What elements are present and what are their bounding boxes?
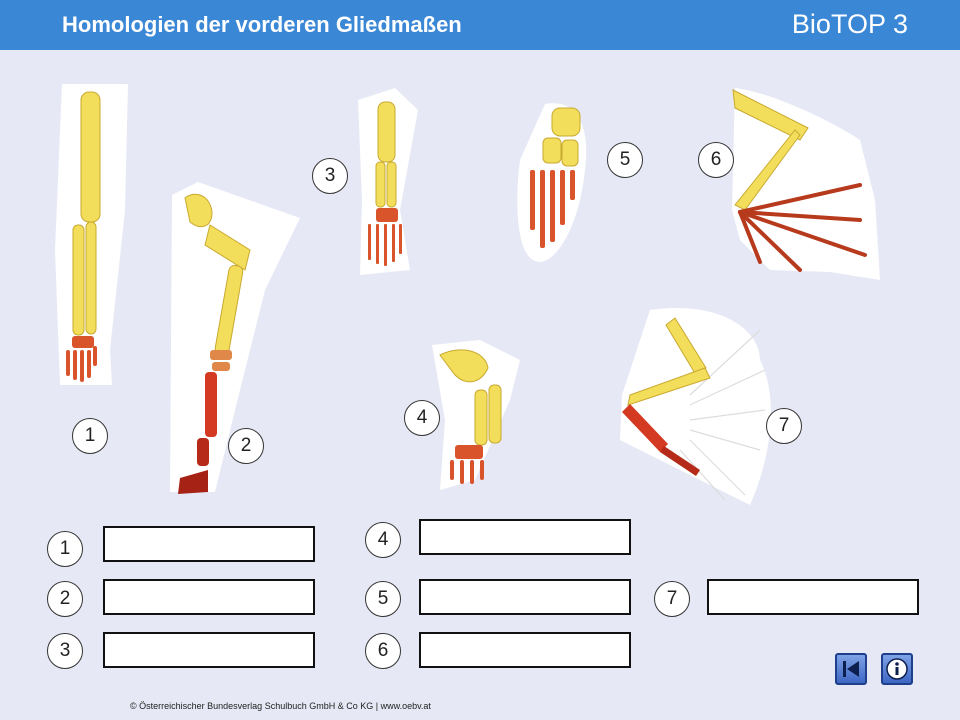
- answer-field-1[interactable]: [103, 526, 315, 562]
- limb-three: [358, 88, 418, 275]
- figure-number-1: 1: [72, 418, 108, 454]
- answer-field-6[interactable]: [419, 632, 631, 668]
- info-button[interactable]: [881, 653, 913, 685]
- answer-field-5[interactable]: [419, 579, 631, 615]
- answer-label-2: 2: [47, 581, 83, 617]
- answer-field-7[interactable]: [707, 579, 919, 615]
- figure-number-4: 4: [404, 400, 440, 436]
- back-button[interactable]: [835, 653, 867, 685]
- limb-seven-bird-wing: [620, 308, 771, 505]
- answer-field-2[interactable]: [103, 579, 315, 615]
- info-icon: [886, 658, 908, 680]
- limb-horse-leg: [170, 182, 300, 494]
- answer-field-4[interactable]: [419, 519, 631, 555]
- copyright-footer: © Österreichischer Bundesverlag Schulbuc…: [130, 701, 431, 711]
- figure-number-5: 5: [607, 142, 643, 178]
- limb-six-bat-wing: [732, 88, 880, 280]
- answer-label-5: 5: [365, 581, 401, 617]
- answer-label-1: 1: [47, 531, 83, 567]
- answer-label-7: 7: [654, 581, 690, 617]
- figure-number-3: 3: [312, 158, 348, 194]
- brand-logo: BioTOP 3: [791, 9, 908, 39]
- limb-four: [432, 340, 520, 490]
- page-title: Homologien der vorderen Gliedmaßen: [62, 12, 462, 37]
- limb-human-arm: [55, 84, 128, 385]
- answer-field-3[interactable]: [103, 632, 315, 668]
- figure-number-6: 6: [698, 142, 734, 178]
- answer-label-4: 4: [365, 522, 401, 558]
- figure-number-2: 2: [228, 428, 264, 464]
- figure-number-7: 7: [766, 408, 802, 444]
- answer-label-3: 3: [47, 633, 83, 669]
- answer-label-6: 6: [365, 633, 401, 669]
- limb-five: [517, 103, 587, 262]
- header-bar: Homologien der vorderen Gliedmaßen BioTO…: [0, 0, 960, 50]
- skip-back-icon: [843, 661, 859, 677]
